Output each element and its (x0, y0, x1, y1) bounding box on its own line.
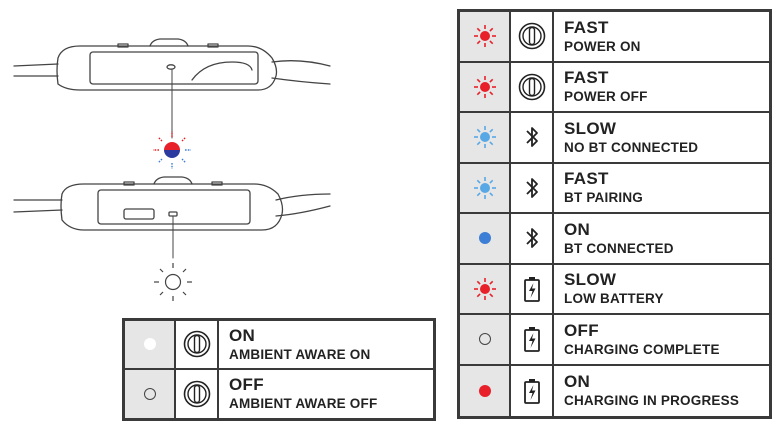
led-cell (460, 113, 511, 162)
led-cell (460, 62, 511, 111)
led-cell (460, 315, 511, 364)
white-led-icon (154, 263, 192, 301)
white-solid-icon (143, 338, 156, 351)
red-flashing-icon (473, 75, 496, 98)
function-icon-cell (176, 321, 219, 368)
status-description-label: AMBIENT AWARE OFF (229, 396, 378, 412)
led-off-icon (478, 333, 491, 346)
bluetooth-icon (525, 127, 538, 148)
battery-icon (523, 276, 540, 302)
blue-flashing-icon (473, 176, 496, 199)
status-pattern-label: FAST (564, 17, 609, 37)
led-cell (125, 321, 176, 368)
function-icon-cell (511, 365, 554, 416)
status-pattern-label: FAST (564, 68, 609, 88)
led-cell (460, 163, 511, 212)
led-cell (125, 369, 176, 418)
status-pattern-label: OFF (229, 375, 264, 395)
status-description-label: NO BT CONNECTED (564, 139, 699, 155)
status-description-label: CHARGING IN PROGRESS (564, 393, 740, 409)
function-icon-cell (176, 369, 219, 418)
status-pattern-label: ON (564, 372, 591, 392)
led-cell (460, 264, 511, 313)
headphone-illustration (13, 38, 331, 301)
status-description-label: POWER OFF (564, 89, 648, 105)
power-icon (183, 380, 210, 408)
led-cell (460, 365, 511, 416)
status-description-label: LOW BATTERY (564, 291, 664, 307)
led-cell (460, 12, 511, 61)
battery-icon (523, 378, 540, 404)
status-pattern-label: SLOW (564, 270, 617, 290)
function-icon-cell (511, 163, 554, 212)
status-description-label: POWER ON (564, 38, 641, 54)
function-icon-cell (511, 113, 554, 162)
power-icon (183, 330, 210, 358)
status-description-label: BT CONNECTED (564, 240, 674, 256)
module-bottom-view (13, 176, 331, 259)
blue-flashing-icon (473, 126, 496, 149)
function-icon-cell (511, 264, 554, 313)
status-description-label: AMBIENT AWARE ON (229, 346, 371, 362)
status-description-label: CHARGING COMPLETE (564, 341, 720, 357)
status-pattern-label: SLOW (564, 118, 617, 138)
battery-icon (523, 327, 540, 353)
status-pattern-label: OFF (564, 320, 599, 340)
led-off-icon (143, 387, 156, 400)
status-pattern-label: ON (229, 325, 256, 345)
status-pattern-label: FAST (564, 169, 609, 189)
bluetooth-icon (525, 177, 538, 198)
led-cell (460, 214, 511, 263)
function-icon-cell (511, 12, 554, 61)
bluetooth-icon (525, 228, 538, 249)
function-icon-cell (511, 214, 554, 263)
red-blue-led-icon (153, 131, 191, 169)
status-pattern-label: ON (564, 219, 591, 239)
function-icon-cell (511, 315, 554, 364)
blue-solid-icon (478, 232, 491, 245)
power-icon (518, 22, 545, 50)
status-description-label: BT PAIRING (564, 190, 643, 206)
function-icon-cell (511, 62, 554, 111)
red-flashing-icon (473, 277, 496, 300)
red-flashing-icon (473, 25, 496, 48)
red-solid-icon (478, 384, 491, 397)
power-icon (518, 73, 545, 101)
module-top-view (13, 38, 331, 139)
